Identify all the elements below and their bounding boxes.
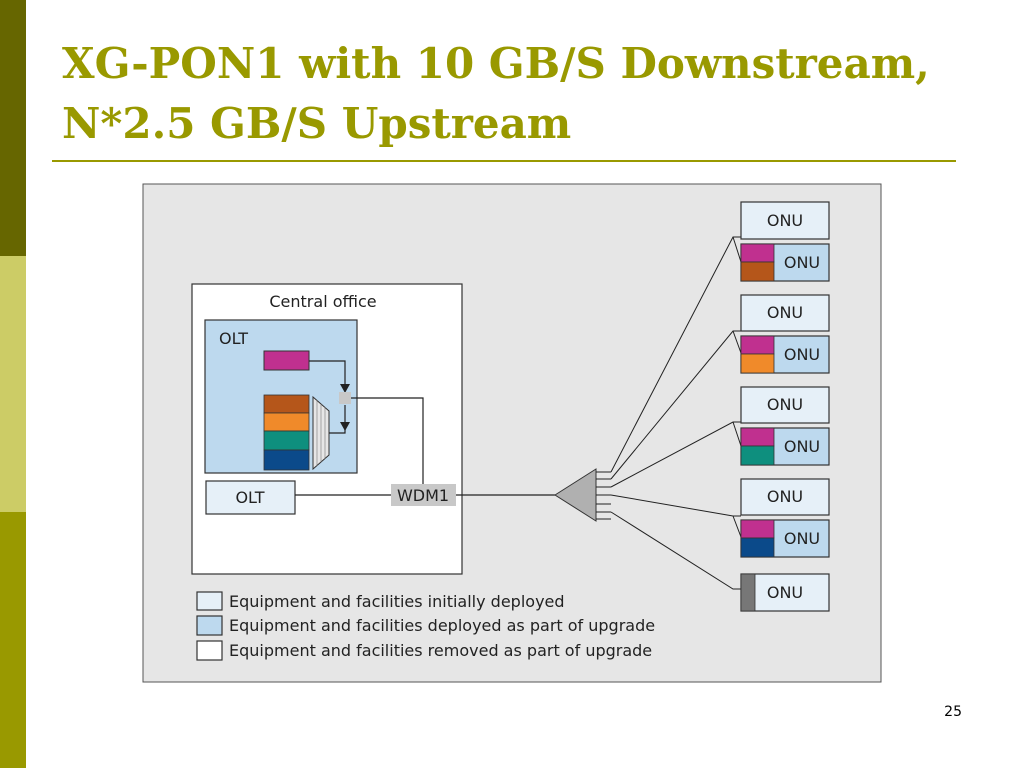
upstream-wavelength-stack	[263, 394, 310, 471]
sidebar-accent	[0, 0, 26, 768]
central-office-label: Central office	[269, 292, 376, 311]
onu-upstream-block	[740, 445, 775, 466]
olt-initial-label: OLT	[235, 488, 264, 507]
upstream-block-2	[263, 412, 310, 432]
legend: Equipment and facilities initially deplo…	[196, 591, 655, 661]
wdm-box	[391, 484, 456, 506]
title-underline	[52, 160, 956, 162]
onu-label: ONU	[767, 303, 803, 322]
onu-initial	[740, 478, 830, 516]
sidebar-segment-middle	[0, 256, 26, 512]
onu-downstream-block	[740, 243, 775, 263]
page-number: 25	[944, 704, 962, 720]
onu-downstream-block	[740, 427, 775, 447]
legend-label-upgrade: Equipment and facilities deployed as par…	[229, 616, 655, 635]
legend-swatch-removed	[196, 640, 223, 661]
legend-swatch-initial	[196, 591, 223, 611]
onu-label: ONU	[767, 395, 803, 414]
arrowhead-down-icon	[340, 384, 350, 393]
slide-title-line-1: XG-PON1 with 10 GB/S Downstream,	[62, 39, 930, 88]
upstream-block-4	[263, 449, 310, 471]
downstream-path	[309, 360, 346, 387]
onu-label: ONU	[784, 253, 820, 272]
onu-label: ONU	[767, 487, 803, 506]
legend-label-initial: Equipment and facilities initially deplo…	[229, 592, 565, 611]
legend-label-removed: Equipment and facilities removed as part…	[229, 641, 652, 660]
onu-upstream-block	[740, 261, 775, 282]
downstream-wavelength-block	[263, 350, 310, 371]
onu-upstream-block	[740, 353, 775, 374]
olt-upgrade-to-wdm-fiber	[351, 397, 424, 490]
onu-label: ONU	[767, 211, 803, 230]
arrowhead-down-icon	[340, 422, 350, 431]
upstream-block-3	[263, 430, 310, 451]
upstream-path	[329, 405, 346, 434]
onu-upstream-block	[740, 537, 775, 558]
legend-swatch-upgrade	[196, 615, 223, 636]
onu-initial	[740, 386, 830, 424]
sidebar-segment-bottom	[0, 512, 26, 768]
distribution-fibers	[596, 236, 742, 590]
onu-initial	[740, 294, 830, 332]
onu-initial	[740, 201, 830, 240]
onu-downstream-block	[740, 335, 775, 355]
onu-label: ONU	[767, 583, 803, 602]
onu-label: ONU	[784, 529, 820, 548]
onu-label: ONU	[784, 437, 820, 456]
onu-label: ONU	[784, 345, 820, 364]
slide-title: XG-PON1 with 10 GB/S Downstream, N*2.5 G…	[62, 34, 962, 154]
olt-initial-box	[205, 480, 296, 515]
wdm-label: WDM1	[397, 486, 449, 505]
slide-title-line-2: N*2.5 GB/S Upstream	[62, 99, 572, 148]
olt-upgrade-label: OLT	[219, 329, 248, 348]
sidebar-segment-top	[0, 0, 26, 256]
olt-coupler	[339, 392, 351, 404]
upstream-block-1	[263, 394, 310, 414]
onu-downstream-block	[740, 519, 775, 539]
onu-removed-marker	[740, 573, 756, 612]
